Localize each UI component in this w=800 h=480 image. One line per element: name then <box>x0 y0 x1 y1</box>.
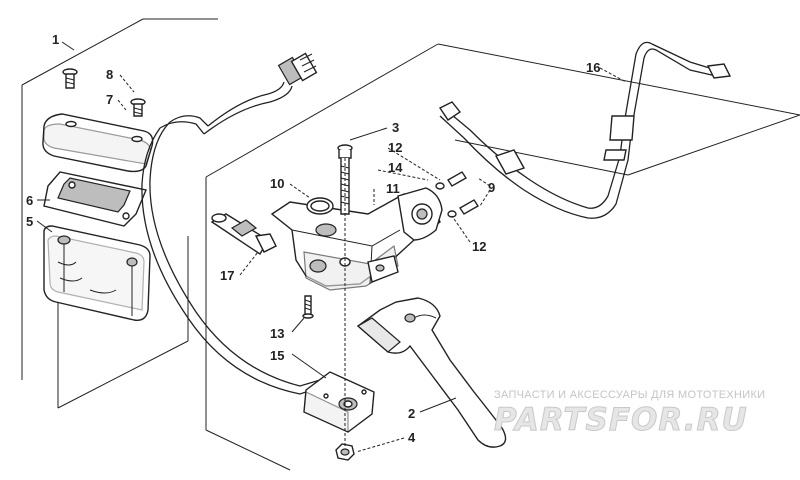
callout-16: 16 <box>586 60 600 75</box>
watermark: ЗАПЧАСТИ И АКСЕССУАРЫ ДЛЯ МОТОТЕХНИКИ PA… <box>494 389 766 439</box>
callout-9: 9 <box>488 180 495 195</box>
clamp-screws <box>435 171 479 218</box>
reservoir-cover <box>42 113 154 173</box>
callout-6: 6 <box>26 193 33 208</box>
callout-4: 4 <box>408 430 416 445</box>
callout-1: 1 <box>52 32 59 47</box>
leader-lines <box>36 41 627 453</box>
switch-screw <box>302 295 314 319</box>
callout-14: 14 <box>388 160 403 175</box>
o-ring <box>306 197 334 215</box>
callout-12-upper: 12 <box>388 140 402 155</box>
cover-screw-left <box>62 68 78 89</box>
cover-screw-right <box>130 98 146 117</box>
brake-lever <box>356 297 507 448</box>
reservoir-hose <box>141 115 321 395</box>
reservoir-gasket <box>43 171 147 227</box>
callout-17: 17 <box>220 268 234 283</box>
watermark-tagline: ЗАПЧАСТИ И АКСЕССУАРЫ ДЛЯ МОТОТЕХНИКИ <box>494 389 765 401</box>
assembly-frame-lines <box>21 18 800 471</box>
hex-nut <box>335 443 355 461</box>
callout-8: 8 <box>106 67 113 82</box>
master-cylinder-body <box>270 187 443 291</box>
callout-11: 11 <box>386 181 400 196</box>
callout-13: 13 <box>270 326 284 341</box>
callout-3: 3 <box>392 120 399 135</box>
brake-switch <box>303 371 375 433</box>
watermark-logo: PARTSFOR.RU <box>494 402 748 438</box>
callout-15: 15 <box>270 348 284 363</box>
callout-10: 10 <box>270 176 284 191</box>
callout-12-lower: 12 <box>472 239 486 254</box>
banjo-fitting <box>210 213 277 255</box>
callout-5: 5 <box>26 214 33 229</box>
callout-2: 2 <box>408 406 415 421</box>
reservoir-body <box>43 225 151 321</box>
switch-wire-connector <box>203 52 318 135</box>
brake-line <box>438 41 732 219</box>
callout-7: 7 <box>106 92 113 107</box>
callout-numbers: 1 2 3 4 5 6 7 8 9 10 11 12 12 13 14 15 1… <box>26 32 600 445</box>
